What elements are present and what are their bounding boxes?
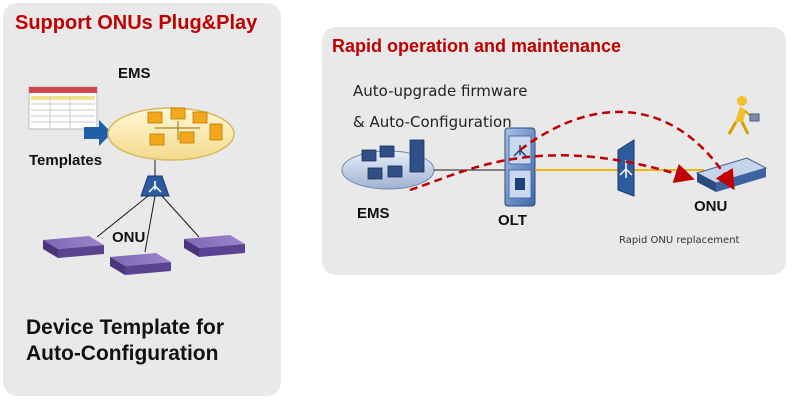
upgrade-flow-arrow: [409, 154, 695, 192]
device-template-caption: Device Template for Auto-Configuration: [26, 315, 224, 367]
worker-icon: [727, 96, 760, 135]
ems-server-icon: [341, 139, 435, 190]
onu-device-icon: [110, 253, 171, 275]
device-template-line-2: Auto-Configuration: [26, 342, 219, 365]
onu-device-icon: [695, 157, 768, 192]
left-panel: [3, 3, 281, 396]
onu-label: ONU: [694, 198, 728, 215]
splitter-icon: [617, 139, 635, 197]
splitter-icon: [140, 175, 170, 197]
ems-network-icon: [107, 107, 235, 161]
rapid-onu-replacement-label: Rapid ONU replacement: [619, 235, 740, 246]
right-arrow-icon: [84, 120, 112, 146]
onu-device-icon: [43, 236, 104, 258]
templates-label: Templates: [29, 152, 103, 169]
configuration-flow-arrow: [519, 110, 735, 191]
ems-label: EMS: [118, 65, 151, 82]
olt-label: OLT: [498, 212, 527, 229]
auto-upgrade-caption-line-2: & Auto-Configuration: [353, 113, 512, 131]
olt-device-icon: [504, 127, 536, 207]
left-panel-title: Support ONUs Plug&Play: [15, 12, 258, 34]
ems-label: EMS: [357, 205, 390, 222]
onu-device-icon: [184, 235, 245, 257]
onu-label: ONU: [112, 229, 146, 246]
auto-upgrade-caption-line-1: Auto-upgrade firmware: [353, 82, 528, 100]
device-template-line-1: Device Template for: [26, 316, 225, 339]
right-panel-title: Rapid operation and maintenance: [332, 36, 622, 56]
spreadsheet-template-icon: [28, 86, 98, 130]
right-panel: [322, 27, 786, 275]
